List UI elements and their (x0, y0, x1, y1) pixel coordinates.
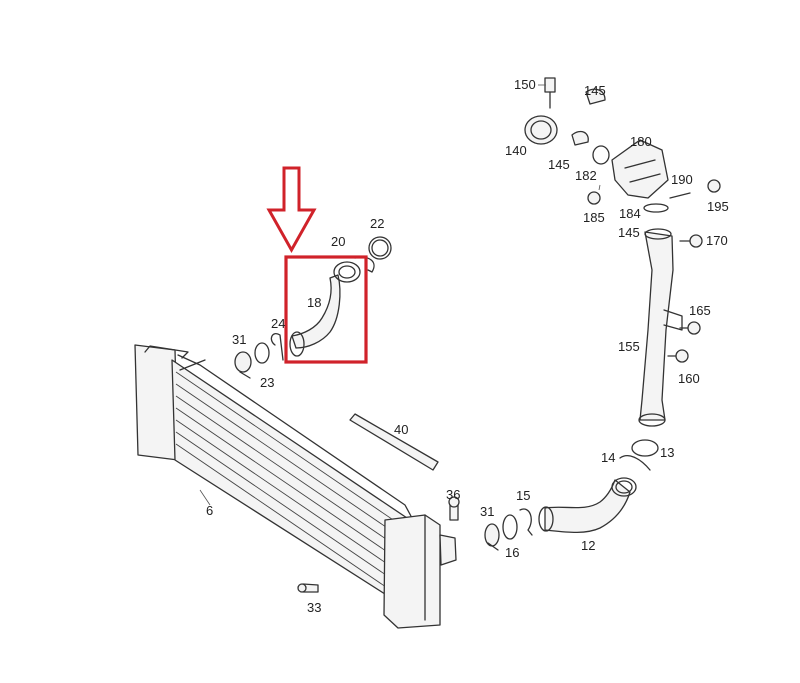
label-180: 180 (630, 134, 652, 149)
hose-18[interactable] (289, 261, 361, 357)
label-33: 33 (307, 600, 321, 615)
strip-40 (349, 413, 439, 471)
upper-assembly (524, 77, 721, 213)
label-140: 140 (505, 143, 527, 158)
screw-36 (448, 496, 460, 521)
label-36: 36 (446, 487, 460, 502)
bolts-right (667, 234, 703, 363)
highlight-marker (266, 166, 368, 364)
label-14: 14 (601, 450, 615, 465)
label-184: 184 (619, 206, 641, 221)
label-155: 155 (618, 339, 640, 354)
down-arrow-icon (266, 166, 317, 254)
label-24: 24 (271, 316, 285, 331)
callout-labels: 6 12 13 14 15 16 18 20 22 23 24 31 31 33… (206, 77, 729, 615)
intercooler (134, 344, 457, 629)
label-12: 12 (581, 538, 595, 553)
label-182: 182 (575, 168, 597, 183)
label-13: 13 (660, 445, 674, 460)
label-22: 22 (370, 216, 384, 231)
label-145c: 145 (618, 225, 640, 240)
label-40: 40 (394, 422, 408, 437)
clamps-lower (484, 508, 533, 551)
label-31a: 31 (232, 332, 246, 347)
label-20: 20 (331, 234, 345, 249)
label-23: 23 (260, 375, 274, 390)
label-31b: 31 (480, 504, 494, 519)
label-150: 150 (514, 77, 536, 92)
label-170: 170 (706, 233, 728, 248)
hose-12 (538, 477, 637, 534)
bolt-33 (297, 583, 319, 593)
label-165: 165 (689, 303, 711, 318)
leader-lines (199, 84, 601, 506)
label-16: 16 (505, 545, 519, 560)
clamps-13-14 (619, 439, 659, 471)
label-195: 195 (707, 199, 729, 214)
label-145a: 145 (584, 83, 606, 98)
clamps-left (234, 236, 392, 379)
highlight-box (284, 255, 368, 364)
label-145b: 145 (548, 157, 570, 172)
label-15: 15 (516, 488, 530, 503)
label-160: 160 (678, 371, 700, 386)
pipe-155 (638, 228, 683, 427)
label-190: 190 (671, 172, 693, 187)
label-18: 18 (307, 295, 321, 310)
label-185: 185 (583, 210, 605, 225)
label-6: 6 (206, 503, 213, 518)
